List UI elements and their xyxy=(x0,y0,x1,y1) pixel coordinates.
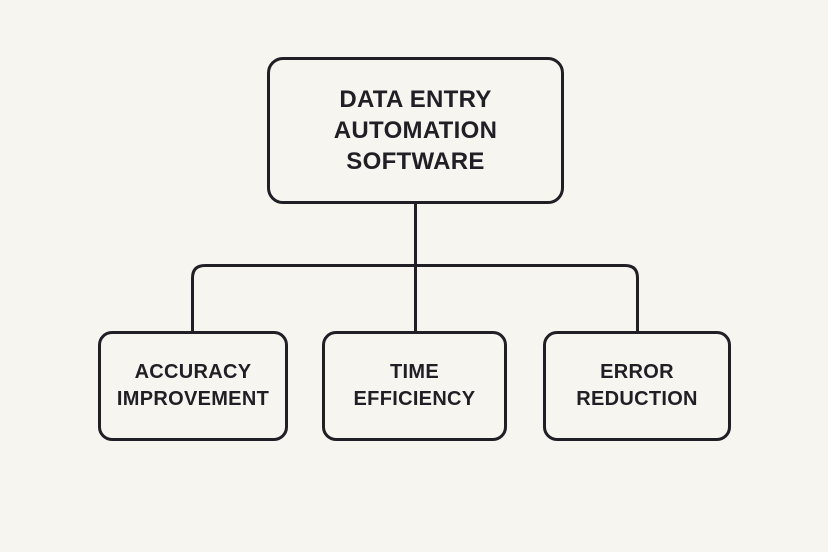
child-node-time-efficiency: TIME EFFICIENCY xyxy=(322,331,507,441)
child-node-label: ERROR REDUCTION xyxy=(576,361,698,410)
root-node-data-entry-automation-software: DATA ENTRY AUTOMATION SOFTWARE xyxy=(267,57,564,204)
child-node-label: ACCURACY IMPROVEMENT xyxy=(116,361,270,410)
child-node-label: TIME EFFICIENCY xyxy=(353,361,476,410)
child-node-accuracy-improvement: ACCURACY IMPROVEMENT xyxy=(98,331,288,441)
connector-rail xyxy=(191,264,639,331)
root-node-label: DATA ENTRY AUTOMATION SOFTWARE xyxy=(333,86,498,175)
child-node-error-reduction: ERROR REDUCTION xyxy=(543,331,731,441)
